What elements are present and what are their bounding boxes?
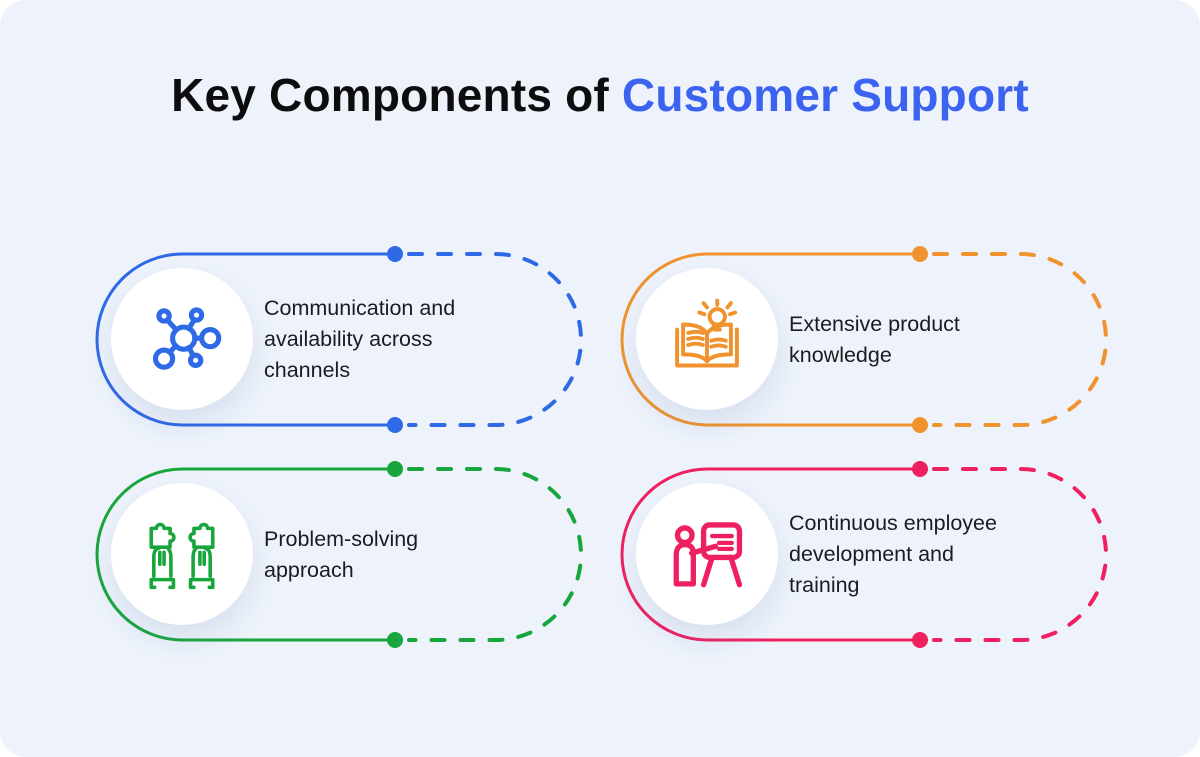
card-employee-training: Continuous employee development and trai… — [618, 461, 1110, 648]
pill-outline — [620, 246, 1108, 433]
pill-outline — [620, 461, 1108, 648]
title-highlight: Customer Support — [621, 68, 1029, 121]
pill-solid-segment — [95, 252, 395, 427]
card-communication: Communication and availability across ch… — [93, 246, 585, 433]
connector-dot-bottom — [912, 417, 928, 433]
pill-dashed-segment — [932, 252, 1108, 427]
card-problem-solving: Problem-solving approach — [93, 461, 585, 648]
pill-solid-segment — [620, 252, 920, 427]
icon-circle — [111, 483, 253, 625]
connector-dot-bottom — [387, 417, 403, 433]
connector-dot-top — [912, 246, 928, 262]
icon-circle — [111, 268, 253, 410]
card-label: Communication and availability across ch… — [264, 296, 456, 382]
network-nodes-icon — [152, 307, 222, 370]
pill-solid-segment — [95, 467, 395, 642]
icon-circle — [636, 268, 778, 410]
page-title: Key Components of Customer Support — [0, 59, 1200, 131]
hands-puzzle-icon — [149, 522, 215, 590]
page-title-text: Key Components of Customer Support — [171, 69, 1029, 121]
card-label-wrap: Continuous employee development and trai… — [789, 469, 1100, 640]
card-product-knowledge: Extensive product knowledge — [618, 246, 1110, 433]
connector-dot-bottom — [387, 632, 403, 648]
pill-solid-segment — [620, 467, 920, 642]
card-label-wrap: Communication and availability across ch… — [264, 254, 575, 425]
card-label: Continuous employee development and trai… — [789, 511, 997, 597]
pill-outline — [95, 461, 583, 648]
card-label-wrap: Problem-solving approach — [264, 469, 575, 640]
pill-dashed-segment — [407, 252, 583, 427]
presenter-whiteboard-icon — [673, 522, 743, 588]
card-label: Extensive product knowledge — [789, 311, 960, 367]
connector-dot-bottom — [912, 632, 928, 648]
open-book-lightbulb-icon — [675, 298, 739, 368]
card-label-wrap: Extensive product knowledge — [789, 254, 1100, 425]
card-label: Problem-solving approach — [264, 526, 419, 582]
connector-dot-top — [912, 461, 928, 477]
connector-dot-top — [387, 246, 403, 262]
connector-dot-top — [387, 461, 403, 477]
pill-outline — [95, 246, 583, 433]
title-prefix: Key Components of — [171, 68, 622, 121]
pill-dashed-segment — [932, 467, 1108, 642]
icon-circle — [636, 483, 778, 625]
pill-dashed-segment — [407, 467, 583, 642]
